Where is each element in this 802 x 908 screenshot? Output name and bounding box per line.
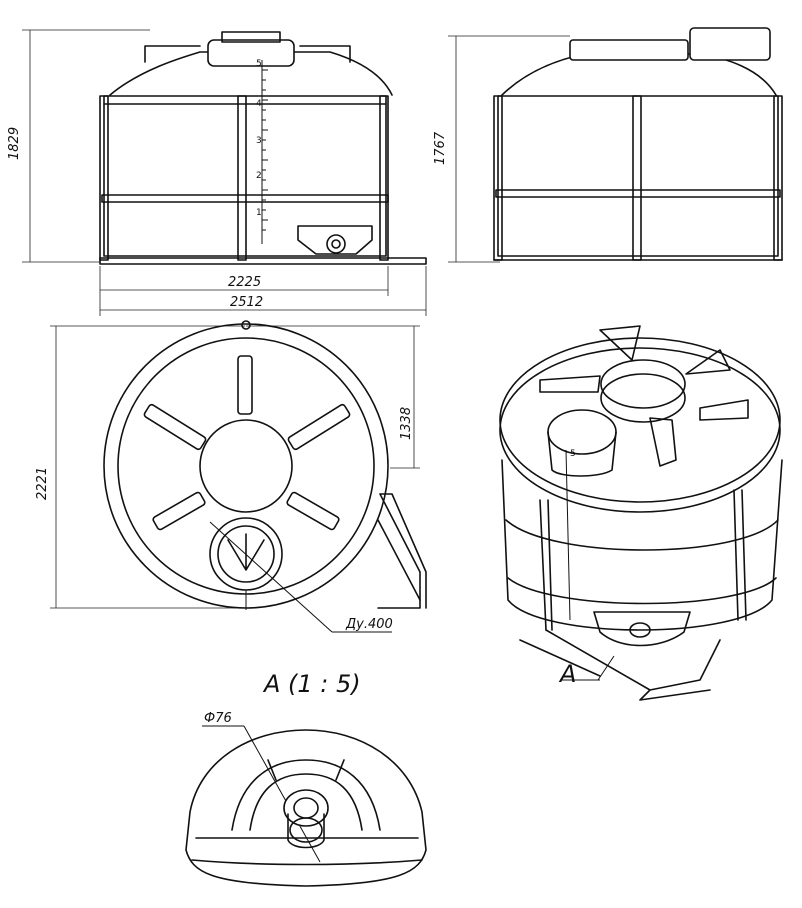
dim-front-height: 1829: [7, 29, 150, 263]
top-side-stand: [377, 493, 427, 609]
front-scale-3: 3: [256, 136, 262, 146]
side-hatch: [689, 27, 771, 61]
front-outlet-housing: [297, 225, 373, 255]
top-view: 2221 1338 Ду.400: [35, 320, 427, 633]
iso-hatch: [547, 409, 617, 455]
dim-side-height: 1767: [433, 35, 570, 263]
front-scale-1: 1: [256, 208, 262, 218]
detail-outlet-callout: Ф76: [202, 711, 321, 863]
side-view: 1767: [433, 27, 783, 263]
detail-outlet-label: Ф76: [204, 711, 232, 726]
iso-outlet: [593, 611, 691, 647]
iso-center-dome: [600, 359, 686, 409]
dim-offset: 1338: [246, 325, 420, 469]
detail-a-view: A (1 : 5) Ф76: [185, 670, 427, 887]
top-rib-sw: [152, 491, 206, 531]
dim-frame-width: 2225: [99, 266, 389, 316]
front-scale-ticks: [262, 69, 268, 231]
detail-title: A (1 : 5): [262, 670, 361, 698]
iso-stand: [545, 629, 721, 701]
front-base-plate: [99, 257, 427, 265]
dim-front-height-label: 1829: [7, 127, 22, 160]
front-scale-2: 2: [256, 171, 262, 181]
dim-overall-width: 2512: [100, 266, 427, 316]
iso-scale-5: 5: [570, 449, 576, 459]
section-marker-a: A: [558, 655, 615, 688]
hatch-callout: Ду.400: [332, 617, 393, 633]
isometric-view: 5 A: [499, 325, 783, 701]
section-marker-a-label: A: [558, 660, 576, 688]
front-hatch: [207, 39, 295, 67]
hatch-callout-label: Ду.400: [345, 617, 393, 632]
front-scale-5: 5: [256, 59, 262, 69]
dim-top-diameter-label: 2221: [35, 467, 50, 500]
top-rib-ne: [287, 403, 351, 451]
front-scale-4: 4: [256, 99, 262, 109]
side-tank-body: [497, 95, 779, 257]
top-rib-se: [286, 491, 340, 531]
dim-top-diameter: 2221: [35, 325, 245, 609]
front-tank-body: [103, 95, 387, 257]
dim-offset-label: 1338: [399, 407, 414, 440]
top-center-dome: [199, 419, 293, 513]
dim-frame-width-label: 2225: [228, 275, 261, 290]
front-view: 1829 5 4 3 2 1: [7, 29, 427, 316]
iso-dome-rim: [499, 337, 781, 503]
top-rib-north: [237, 355, 253, 415]
iso-tank-body: [501, 459, 783, 631]
dim-side-height-label: 1767: [433, 131, 448, 165]
dim-overall-width-label: 2512: [230, 295, 263, 310]
detail-housing: [185, 729, 427, 887]
front-dome: [109, 51, 393, 96]
detail-outlet-pipe: [283, 789, 329, 827]
top-rib-nw: [143, 403, 207, 451]
